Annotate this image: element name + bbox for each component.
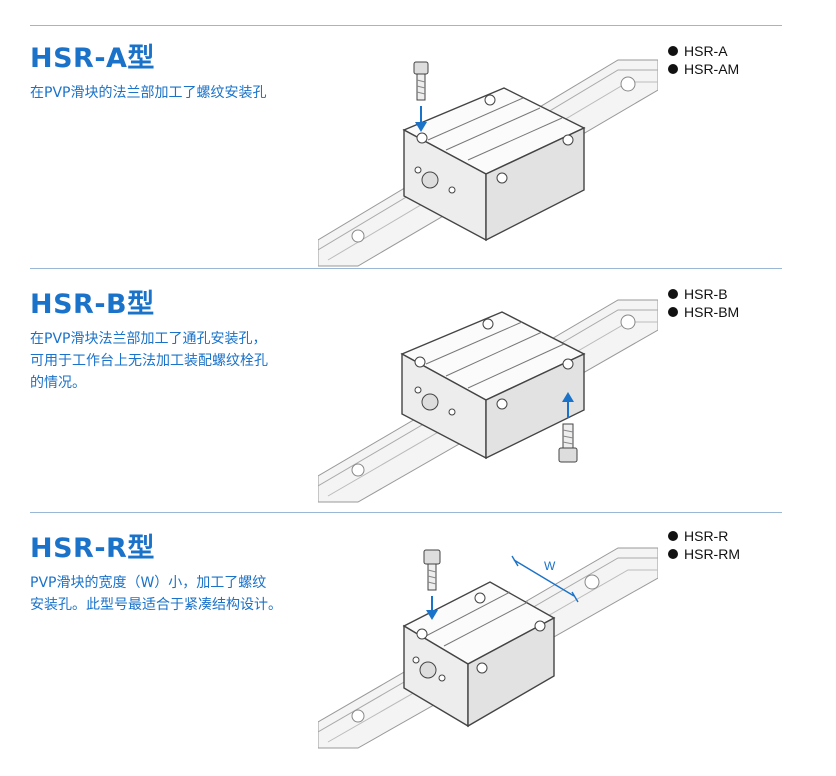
section-title: HSR-A型 [30, 43, 155, 74]
model-list: HSR-B HSR-BM [668, 285, 739, 321]
description-line: PVP滑块的宽度（W）小，加工了螺纹 [30, 575, 267, 591]
description-line: 可用于工作台上无法加工装配螺纹栓孔 [30, 353, 268, 369]
bullet-icon [668, 307, 678, 317]
section-description: PVP滑块的宽度（W）小，加工了螺纹 安装孔。此型号最适合于紧凑结构设计。 [30, 572, 330, 616]
section-description: 在PVP滑块法兰部加工了通孔安装孔， 可用于工作台上无法加工装配螺纹栓孔 的情况… [30, 328, 330, 394]
section-hsr-b: HSR-B型 在PVP滑块法兰部加工了通孔安装孔， 可用于工作台上无法加工装配螺… [0, 282, 836, 532]
model-label: HSR-R [684, 528, 729, 544]
bullet-icon [668, 64, 678, 74]
bullet-icon [668, 531, 678, 541]
model-item: HSR-R [668, 527, 740, 545]
description-line: 的情况。 [30, 375, 86, 391]
divider-middle-2 [30, 512, 782, 513]
model-list: HSR-A HSR-AM [668, 42, 739, 78]
model-item: HSR-B [668, 285, 739, 303]
model-item: HSR-A [668, 42, 739, 60]
model-item: HSR-AM [668, 60, 739, 78]
model-label: HSR-BM [684, 304, 740, 320]
description-line: 在PVP滑块法兰部加工了通孔安装孔， [30, 331, 267, 347]
linear-guide-illustration [318, 40, 658, 270]
section-title: HSR-B型 [30, 289, 155, 320]
bullet-icon [668, 289, 678, 299]
model-label: HSR-AM [684, 61, 740, 77]
model-item: HSR-RM [668, 545, 740, 563]
description-line: 安装孔。此型号最适合于紧凑结构设计。 [30, 597, 282, 613]
model-label: HSR-A [684, 43, 728, 59]
bullet-icon [668, 549, 678, 559]
linear-guide-illustration: W [318, 526, 658, 756]
section-title: HSR-R型 [30, 533, 155, 564]
divider-top [30, 25, 782, 26]
model-list: HSR-R HSR-RM [668, 527, 740, 563]
bullet-icon [668, 46, 678, 56]
section-hsr-r: HSR-R型 PVP滑块的宽度（W）小，加工了螺纹 安装孔。此型号最适合于紧凑结… [0, 526, 836, 776]
divider-middle-1 [30, 268, 782, 269]
linear-guide-illustration [318, 282, 658, 512]
model-label: HSR-B [684, 286, 728, 302]
section-description: 在PVP滑块的法兰部加工了螺纹安装孔 [30, 82, 330, 104]
width-dimension-label: W [544, 559, 556, 573]
description-line: 在PVP滑块的法兰部加工了螺纹安装孔 [30, 85, 267, 101]
model-item: HSR-BM [668, 303, 739, 321]
section-hsr-a: HSR-A型 在PVP滑块的法兰部加工了螺纹安装孔 HSR-A HSR-AM [0, 36, 836, 286]
model-label: HSR-RM [684, 546, 740, 562]
